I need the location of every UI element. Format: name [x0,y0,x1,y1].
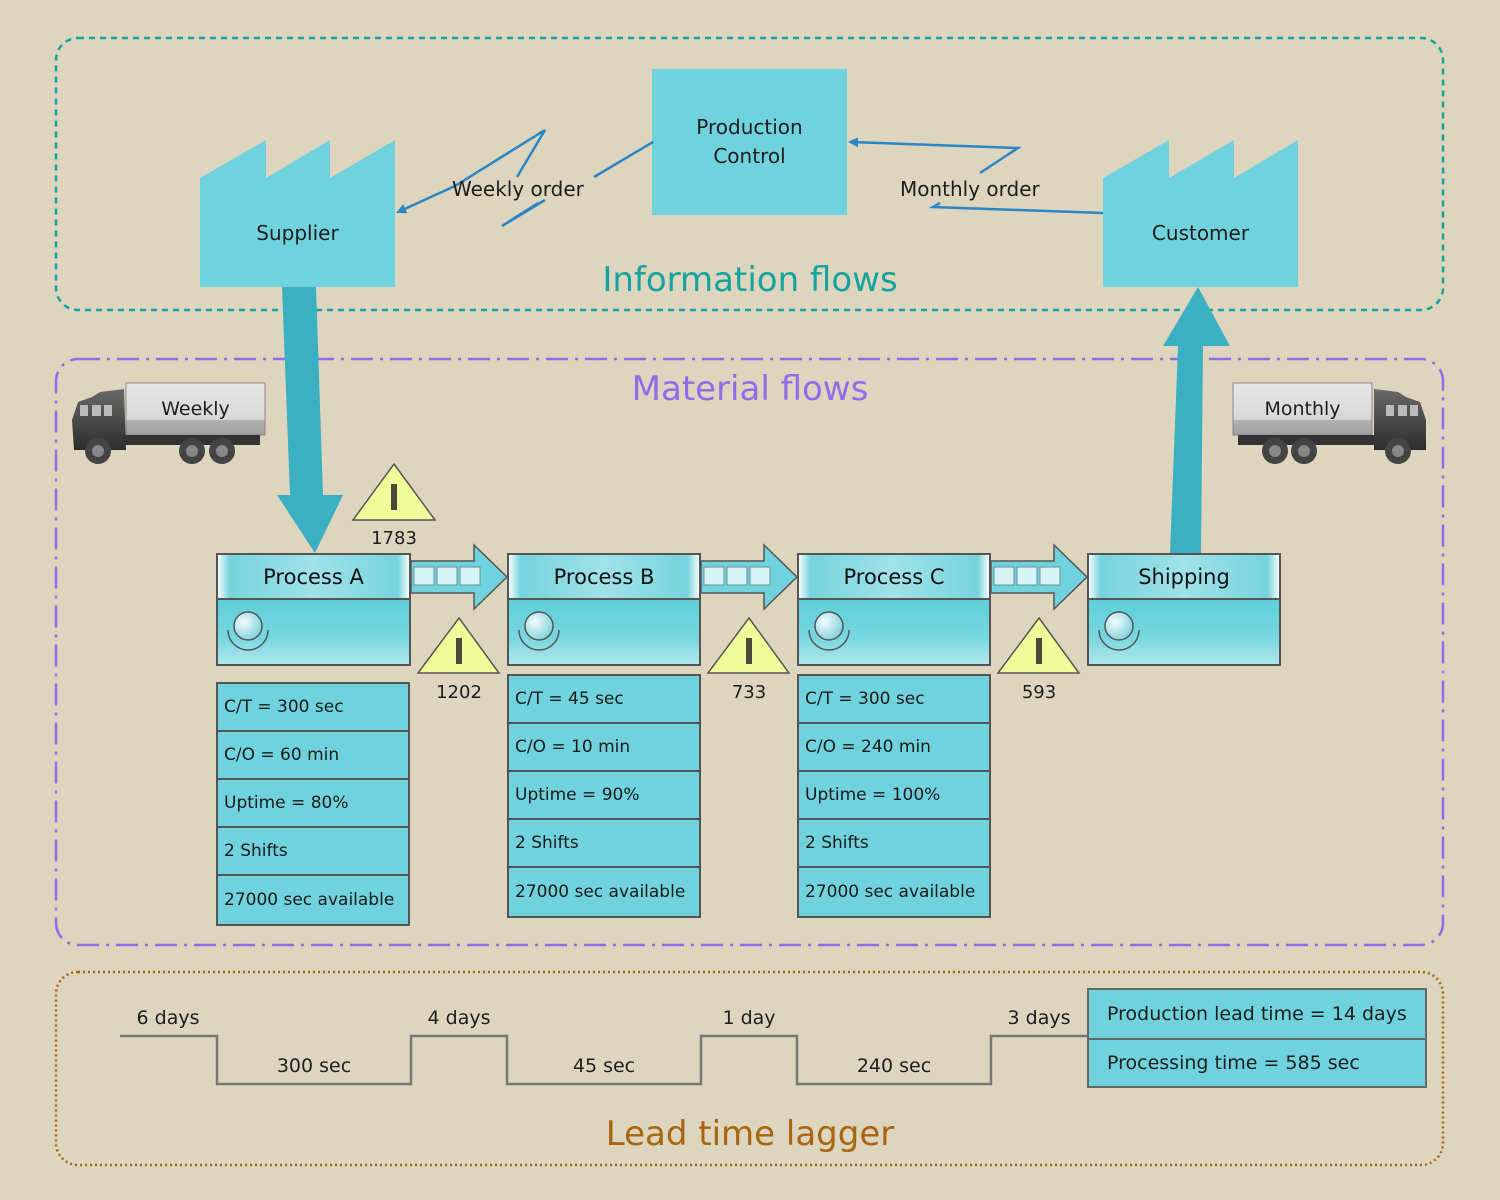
cycle-time: C/T = 300 sec [218,684,408,732]
changeover-time: C/O = 10 min [509,724,699,772]
outbound-truck-icon [1232,382,1426,464]
production-control-label-line1: Production [696,115,803,139]
shifts: 2 Shifts [509,820,699,868]
process-time-label: 300 sec [276,1055,352,1077]
information-flows-border [54,36,1445,312]
operator-icon [518,611,560,651]
process-header[interactable]: Process C [797,553,991,600]
process-header[interactable]: Process A [216,553,411,600]
monthly-order-arrow-zigzag [848,137,1022,175]
supplier-factory-icon[interactable] [200,140,395,287]
operator-icon [227,611,269,651]
weekly-order-arrow [593,140,654,179]
production-lead-time: Production lead time = 14 days [1107,1003,1407,1025]
uptime: Uptime = 100% [799,772,989,820]
changeover-time: C/O = 60 min [218,732,408,780]
process-c-data-box: C/T = 300 sec C/O = 240 min Uptime = 100… [797,674,991,918]
outbound-truck-label: Monthly [1264,398,1341,420]
operator-icon [808,611,850,651]
monthly-order-arrow [928,201,1104,215]
lead-time-border [54,970,1445,1167]
weekly-order-label: Weekly order [452,177,584,201]
lead-time-ladder-line [120,1034,1087,1086]
wait-time-label: 4 days [427,1007,491,1029]
shipping-to-customer-arrow [1163,287,1230,553]
uptime: Uptime = 90% [509,772,699,820]
inventory-label: 733 [731,682,767,703]
shifts: 2 Shifts [218,828,408,876]
supplier-label: Supplier [256,221,339,245]
wait-time-label: 6 days [136,1007,200,1029]
available-time: 27000 sec available [224,890,395,910]
weekly-order-arrowhead [396,184,456,214]
wait-time-label: 3 days [1007,1007,1071,1029]
lead-time-title: Lead time lagger [605,1114,895,1154]
information-flows-title: Information flows [602,260,898,300]
weekly-order-arrow-zigzag-top [454,128,547,188]
process-time-label: 45 sec [572,1055,636,1077]
inventory-label: 1202 [436,682,482,703]
production-control-box[interactable] [652,69,847,215]
process-body [216,600,411,666]
wait-time-label: 1 day [722,1007,776,1029]
inventory-label: 1783 [371,528,417,549]
process-body [1087,600,1281,666]
inventory-triangle-icon [706,616,791,674]
process-body [507,600,701,666]
supplier-to-process-a-arrow [277,287,343,553]
material-flows-border [54,357,1445,947]
push-arrow-b-c [700,543,799,611]
inventory-label: 593 [1021,682,1057,703]
inbound-truck-label: Weekly [161,398,230,420]
inbound-truck-icon [72,382,266,464]
uptime: Uptime = 80% [218,780,408,828]
process-time-label: 240 sec [856,1055,932,1077]
inventory-triangle-icon [416,616,501,674]
lead-time-summary-box: Production lead time = 14 days Processin… [1087,988,1427,1088]
process-body [797,600,991,666]
operator-icon [1098,611,1140,651]
production-control-label-line2: Control [713,144,786,168]
process-header[interactable]: Process B [507,553,701,600]
push-arrow-c-shipping [990,543,1089,611]
weekly-order-arrow-zigzag [501,198,546,228]
cycle-time: C/T = 45 sec [509,676,699,724]
changeover-time: C/O = 240 min [799,724,989,772]
inventory-triangle-icon [996,616,1081,674]
customer-factory-icon[interactable] [1103,140,1298,287]
process-a-data-box: C/T = 300 sec C/O = 60 min Uptime = 80% … [216,682,410,926]
monthly-order-label: Monthly order [900,177,1040,201]
available-time: 27000 sec available [805,882,976,902]
inventory-triangle-icon [351,462,437,521]
push-arrow-a-b [410,543,509,611]
process-header[interactable]: Shipping [1087,553,1281,600]
customer-label: Customer [1151,221,1250,245]
cycle-time: C/T = 300 sec [799,676,989,724]
material-flows-title: Material flows [631,369,869,409]
shifts: 2 Shifts [799,820,989,868]
process-b-data-box: C/T = 45 sec C/O = 10 min Uptime = 90% 2… [507,674,701,918]
available-time: 27000 sec available [515,882,686,902]
processing-time: Processing time = 585 sec [1089,1038,1425,1086]
